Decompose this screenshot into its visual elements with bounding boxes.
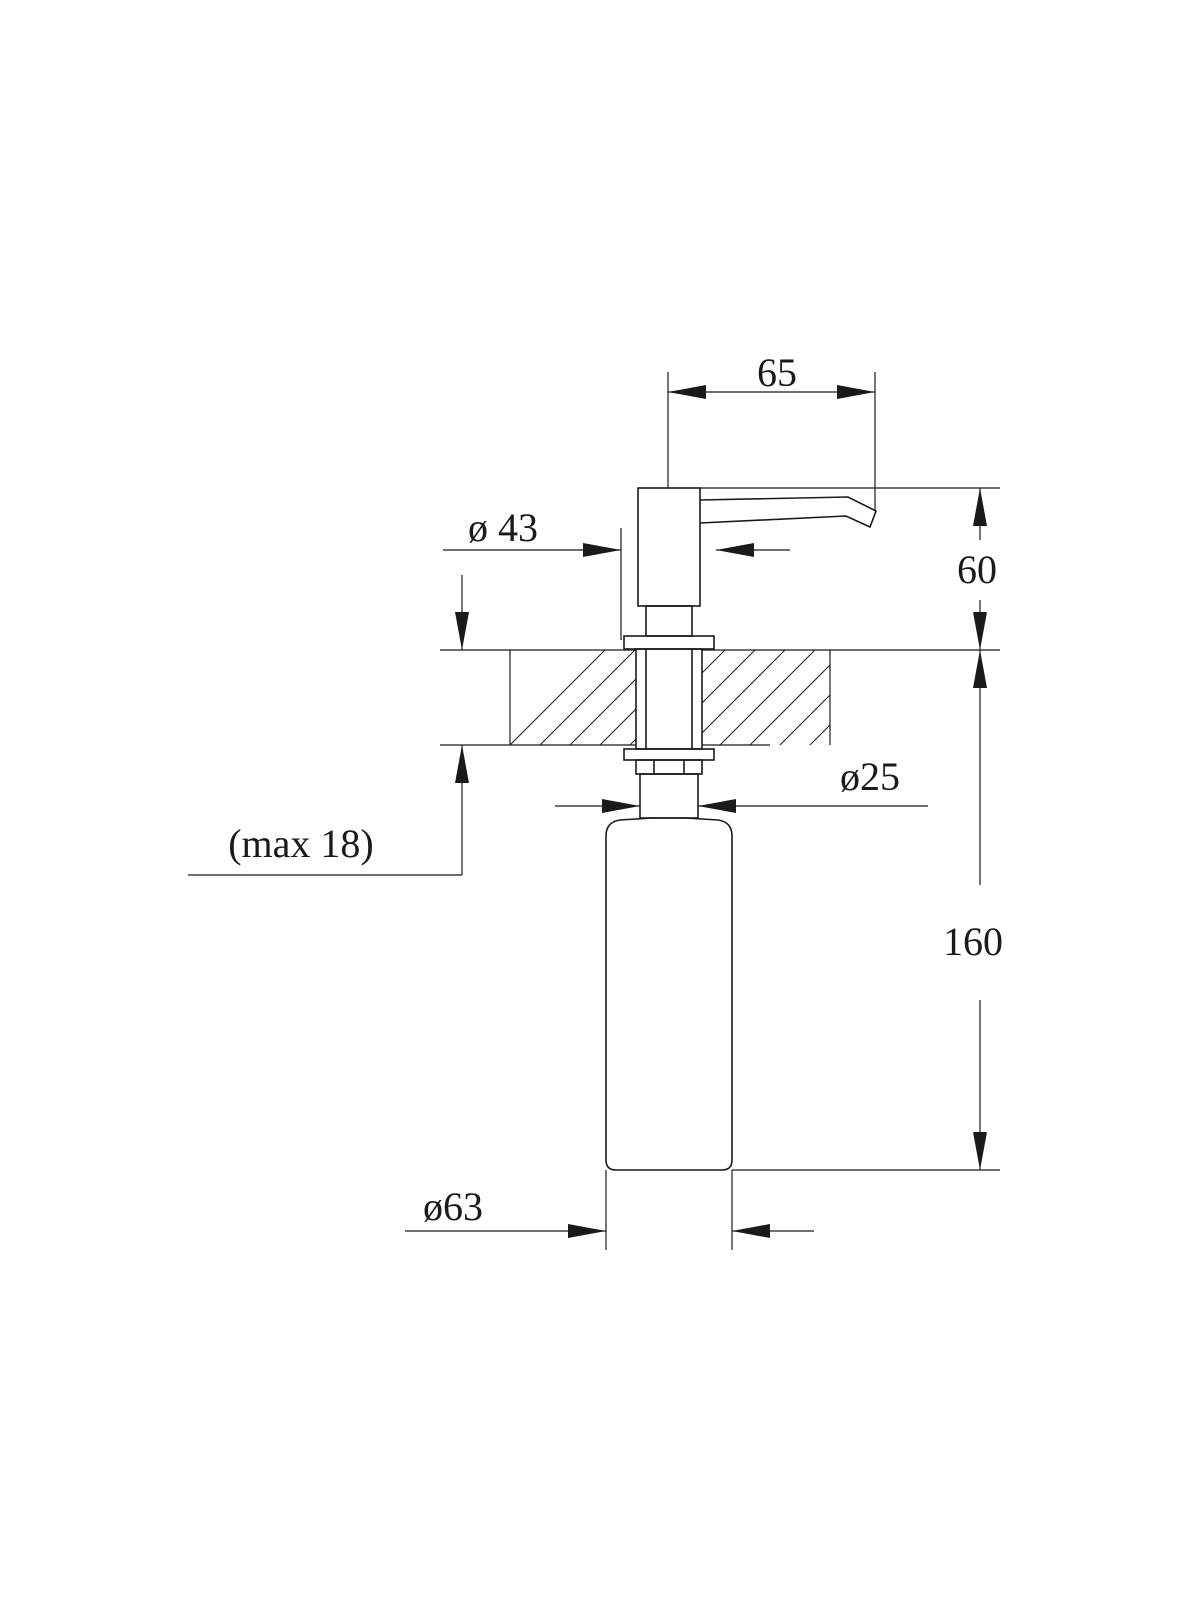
dimension-counter-thickness: (max 18) xyxy=(188,575,469,876)
dispenser xyxy=(605,487,878,1171)
height-above-counter-label: 60 xyxy=(957,547,997,592)
pump-head xyxy=(637,487,701,607)
counter-hatching xyxy=(510,650,830,745)
dimension-shank-diameter: ø25 xyxy=(555,754,928,813)
shank-diameter-label: ø25 xyxy=(840,754,900,799)
thread-stem xyxy=(639,773,699,819)
spout-reach-label: 65 xyxy=(757,350,797,395)
spout xyxy=(699,496,878,529)
height-below-counter-label: 160 xyxy=(943,919,1003,964)
bottle-diameter-label: ø63 xyxy=(423,1184,483,1229)
pump-neck xyxy=(645,605,693,637)
bottle xyxy=(605,817,733,1171)
dimension-spout-reach: 65 xyxy=(667,350,876,510)
dimension-height-below-counter: 160 xyxy=(732,650,1003,1171)
counter-thickness-label: (max 18) xyxy=(228,821,374,866)
dimension-pump-head-diameter: ø 43 xyxy=(443,505,790,640)
mount-nut xyxy=(635,759,703,775)
pump-head-diameter-label: ø 43 xyxy=(468,505,538,550)
dimension-height-above-counter: 60 xyxy=(700,487,1000,650)
countertop-section xyxy=(440,640,1000,755)
dimension-bottle-diameter: ø63 xyxy=(405,1170,814,1250)
